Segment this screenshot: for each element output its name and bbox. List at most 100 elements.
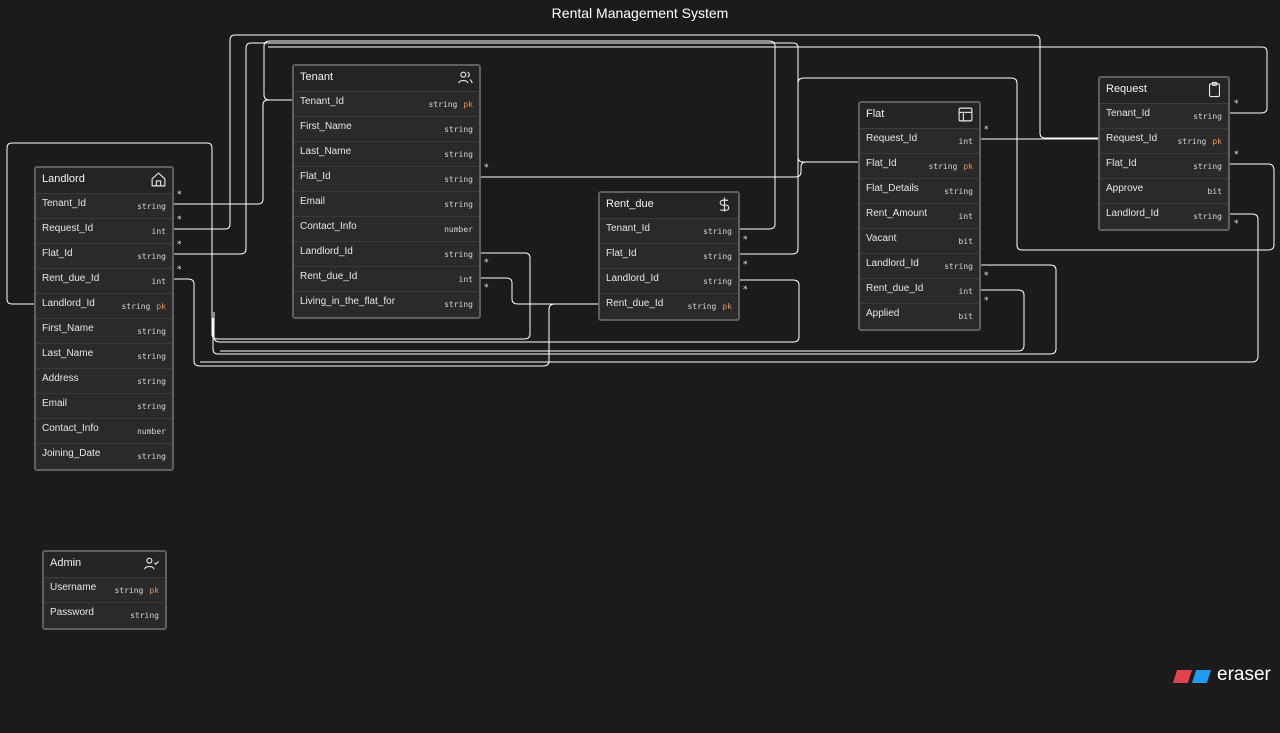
field-type: string [137,452,166,461]
field-type: string [121,302,151,311]
field-type: int [958,287,973,296]
field-type: string [444,200,473,209]
field-name: Contact_Info [300,221,357,232]
field-type: string [1193,112,1222,121]
field-type: string [444,250,473,259]
field-row[interactable]: Vacant bit [860,229,979,254]
field-row[interactable]: Rent_due_Id int [860,279,979,304]
table-header: Rent_due [600,193,738,219]
field-type: string [703,277,732,286]
edge-tenant-flat [479,161,860,178]
field-type-wrap: string [130,611,159,620]
field-type: number [137,427,166,436]
relation-mark: * [1234,99,1239,109]
table-title: Rent_due [606,198,654,210]
field-name: Flat_Id [606,248,637,259]
field-name: Landlord_Id [1106,208,1159,219]
field-row[interactable]: Landlord_Id string [600,269,738,294]
relation-mark: * [484,283,489,293]
field-name: Last_Name [42,348,94,359]
field-type: string [428,100,458,109]
field-type: string [444,150,473,159]
field-type-wrap: string pk [121,302,166,311]
field-name: Landlord_Id [866,258,919,269]
field-name: Flat_Details [866,183,919,194]
relation-mark: * [743,260,748,270]
field-type: number [444,225,473,234]
relation-mark: * [984,296,989,306]
field-type-wrap: bit [959,312,973,321]
field-name: Address [42,373,79,384]
field-type-wrap: string [444,150,473,159]
field-type-wrap: string [137,202,166,211]
relation-mark: * [984,271,989,281]
field-type-wrap: string [944,187,973,196]
field-type-wrap: string [137,402,166,411]
field-type-wrap: int [959,287,973,296]
relation-mark: * [177,190,182,200]
field-row[interactable]: Flat_Details string [860,179,979,204]
field-type-wrap: int [152,277,166,286]
field-row[interactable]: Address string [36,369,172,394]
field-name: Flat_Id [42,248,73,259]
field-name: Joining_Date [42,448,101,459]
home-icon [151,172,166,187]
field-name: Landlord_Id [606,273,659,284]
field-name: Rent_due_Id [866,283,924,294]
field-type-wrap: int [959,212,973,221]
clipboard-icon [1208,81,1221,98]
field-row[interactable]: Joining_Date string [36,444,172,469]
field-type: string [444,175,473,184]
eraser-logo[interactable]: eraser [1172,664,1275,686]
edge-landlord-flat [172,42,860,255]
field-type-wrap: string [137,377,166,386]
field-name: Vacant [866,233,897,244]
field-type-wrap: string [703,277,732,286]
field-type: bit [958,237,973,246]
table-title: Request [1106,83,1147,95]
field-type: string [444,300,473,309]
field-row[interactable]: Contact_Info number [294,217,479,242]
primary-key-badge: pk [156,302,166,311]
